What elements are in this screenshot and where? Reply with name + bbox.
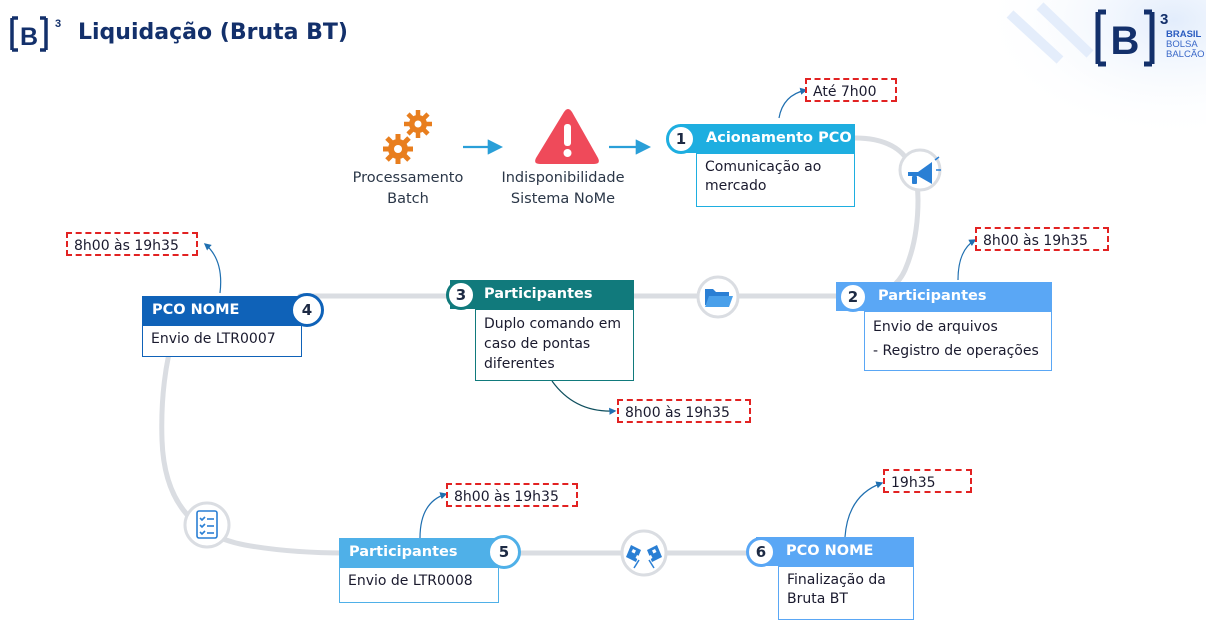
megaphone-icon-circle	[898, 148, 942, 192]
step-3-number: 3	[446, 280, 476, 310]
brand-line: BOLSA	[1166, 39, 1198, 50]
step-2-time: 8h00 às 19h35	[975, 227, 1109, 251]
body-line: Finalização da	[787, 572, 886, 588]
processing-batch-label: Processamento Batch	[340, 168, 476, 210]
step-2-body: Envio de arquivos - Registro de operaçõe…	[864, 311, 1052, 371]
gears-icon	[383, 110, 432, 164]
b3-logo: B 3	[1095, 9, 1168, 67]
unavailability-label: Indisponibilidade Sistema NoMe	[490, 168, 636, 210]
body-line: Bruta BT	[787, 591, 848, 607]
step-1-title: Acionamento PCO	[706, 130, 852, 146]
callout-line-5	[419, 492, 448, 539]
brand-line: BALCÃO	[1166, 49, 1205, 60]
callout-line-3	[551, 380, 617, 415]
step-3-body: Duplo comando em caso de pontas diferent…	[475, 309, 634, 381]
step-5-body: Envio de LTR0008	[339, 567, 499, 603]
body-line: - Registro de operações	[873, 343, 1039, 359]
folder-icon	[705, 289, 733, 307]
checkered-flags-icon-circle	[620, 529, 668, 577]
b3-logo-small: B 3	[10, 16, 61, 52]
checklist-icon	[196, 510, 218, 539]
svg-text:B: B	[20, 23, 38, 51]
label-line: Batch	[387, 191, 429, 207]
svg-text:3: 3	[55, 18, 61, 30]
checklist-icon-circle	[183, 501, 231, 549]
body-line: Duplo comando em	[484, 316, 621, 332]
warning-icon	[535, 109, 599, 164]
step-1-number: 1	[666, 124, 696, 154]
background-stripes	[1006, 2, 1094, 64]
step-2-header: Participantes	[836, 282, 1052, 311]
body-line: mercado	[705, 178, 767, 194]
checkered-flags-icon	[626, 545, 662, 569]
step-4-time: 8h00 às 19h35	[66, 232, 198, 256]
brand-text: BRASIL BOLSA BALCÃO	[1166, 30, 1205, 60]
callout-line-2	[957, 239, 977, 281]
callout-line-1	[778, 87, 808, 119]
step-5-title: Participantes	[349, 544, 458, 560]
svg-text:3: 3	[1160, 11, 1168, 28]
callout-line-4	[203, 243, 222, 294]
step-6-header: PCO NOME	[756, 537, 914, 566]
step-4-header: PCO NOME	[142, 296, 302, 325]
step-3-time: 8h00 às 19h35	[617, 399, 751, 423]
step-6-time: 19h35	[883, 469, 972, 493]
label-line: Sistema NoMe	[510, 191, 616, 207]
step-4-number: 4	[290, 293, 324, 327]
step-3-title: Participantes	[484, 286, 593, 302]
step-1-header: Acionamento PCO	[680, 124, 855, 153]
label-line: Indisponibilidade	[501, 170, 625, 186]
step-6-number: 6	[746, 537, 776, 567]
step-6-title: PCO NOME	[786, 543, 874, 559]
svg-text:B: B	[1111, 19, 1140, 63]
megaphone-icon	[908, 156, 941, 184]
step-3-header: Participantes	[450, 280, 634, 309]
body-line: caso de pontas	[484, 336, 591, 352]
step-4-title: PCO NOME	[152, 302, 240, 318]
step-1-body: Comunicação ao mercado	[696, 153, 855, 207]
step-4-body: Envio de LTR0007	[142, 325, 302, 357]
brand-line: BRASIL	[1166, 29, 1202, 40]
body-line: Envio de LTR0008	[348, 573, 473, 589]
label-line: Processamento	[352, 170, 464, 186]
step-5-time: 8h00 às 19h35	[446, 483, 578, 507]
step-2-number: 2	[838, 282, 868, 312]
step-6-body: Finalização da Bruta BT	[778, 566, 914, 620]
step-1-time: Até 7h00	[805, 78, 897, 102]
body-line: Comunicação ao	[705, 159, 822, 175]
step-5-header: Participantes	[339, 538, 499, 567]
callout-line-6	[844, 481, 884, 538]
body-line: Envio de LTR0007	[151, 331, 276, 347]
page-title: Liquidação (Bruta BT)	[78, 20, 348, 45]
step-2-title: Participantes	[878, 288, 987, 304]
body-line: Envio de arquivos	[873, 319, 998, 335]
body-line: diferentes	[484, 356, 555, 372]
step-5-number: 5	[487, 535, 521, 569]
